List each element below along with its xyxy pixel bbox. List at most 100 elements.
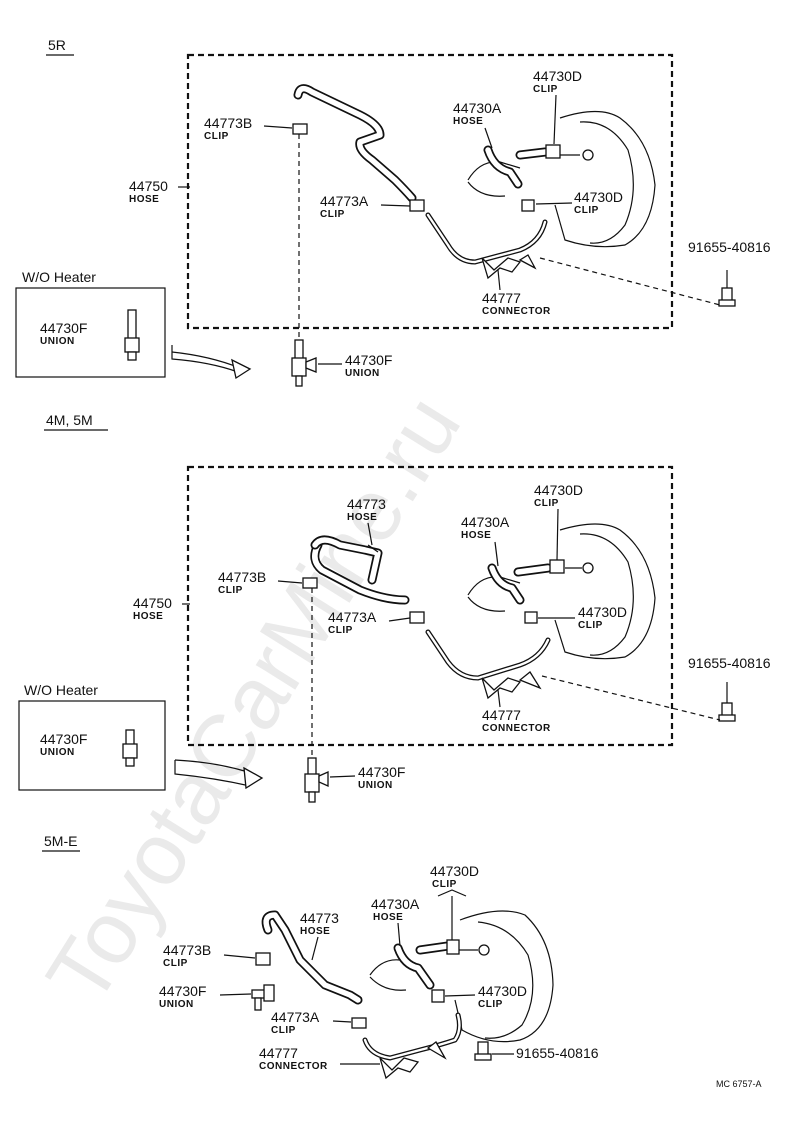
leader-44773a bbox=[332, 1020, 352, 1023]
label-44773a-num: 44773A bbox=[320, 193, 369, 209]
label-bolt-num: 91655-40816 bbox=[516, 1045, 599, 1061]
label-44730d-top-num: 44730D bbox=[534, 482, 583, 498]
label-44773-name: HOSE bbox=[347, 512, 377, 523]
leader-44730d-bot bbox=[444, 994, 476, 997]
label-44773-name: HOSE bbox=[300, 926, 330, 937]
vacuum-pipe bbox=[425, 629, 551, 681]
leader-44773b bbox=[277, 580, 303, 584]
leader-44730a bbox=[397, 922, 401, 947]
label-44750-num: 44750 bbox=[133, 595, 172, 611]
union-box-part bbox=[122, 729, 138, 767]
label-44777-name: CONNECTOR bbox=[482, 306, 551, 317]
connector-44777 bbox=[481, 257, 522, 280]
footer-code: MC 6757-A bbox=[716, 1079, 762, 1089]
clip-44730d-bottom bbox=[524, 611, 538, 624]
section-5m-e: 5M-E bbox=[42, 833, 599, 1080]
leader-44730d-top-bracket bbox=[437, 889, 467, 897]
label-44730d-bot-num: 44730D bbox=[478, 983, 527, 999]
hose-44773 bbox=[310, 535, 383, 585]
label-union-box-num: 44730F bbox=[40, 320, 87, 336]
union-box-part bbox=[124, 309, 140, 361]
label-44773b-name: CLIP bbox=[163, 958, 188, 969]
section-4m-5m: 4M, 5M bbox=[18, 412, 771, 803]
arrow-head bbox=[243, 766, 264, 790]
leader-44730a bbox=[484, 127, 493, 149]
label-44773b-name: CLIP bbox=[218, 585, 243, 596]
label-44773-num: 44773 bbox=[300, 910, 339, 926]
label-44730a-name: HOSE bbox=[461, 530, 491, 541]
connector-44777 bbox=[481, 677, 522, 700]
leader-44777 bbox=[497, 689, 501, 708]
section-title: 4M, 5M bbox=[46, 412, 93, 428]
bolt-91655-40816 bbox=[718, 270, 736, 307]
arrow-shaft bbox=[174, 760, 251, 787]
label-44777-num: 44777 bbox=[259, 1045, 298, 1061]
label-union-box-name: UNION bbox=[40, 336, 75, 347]
label-union-name: UNION bbox=[159, 999, 194, 1010]
label-union-box-num: 44730F bbox=[40, 731, 87, 747]
label-44773a-name: CLIP bbox=[328, 625, 353, 636]
clip-44730d-top bbox=[549, 559, 565, 574]
wo-heater-box bbox=[18, 700, 166, 791]
label-44730d-top-name: CLIP bbox=[432, 879, 457, 890]
clip-44730d-bottom bbox=[431, 989, 445, 1003]
label-bolt-num: 91655-40816 bbox=[688, 655, 771, 671]
clip-44773a bbox=[351, 1017, 367, 1029]
label-44773-num: 44773 bbox=[347, 496, 386, 512]
clip-44730d-top bbox=[446, 939, 460, 955]
connector-tee bbox=[518, 671, 542, 690]
dashed-assembly-box bbox=[186, 465, 674, 747]
leader-44773a bbox=[380, 204, 411, 207]
wo-heater-box bbox=[15, 287, 166, 378]
label-44730d-bot-name: CLIP bbox=[478, 999, 503, 1010]
connector-44777 bbox=[379, 1057, 420, 1080]
leader-44773b bbox=[223, 954, 256, 959]
leader-union-label bbox=[219, 993, 252, 996]
arrow-head bbox=[231, 358, 252, 380]
label-44730d-bot-num: 44730D bbox=[574, 189, 623, 205]
label-44730a-num: 44730A bbox=[453, 100, 502, 116]
leader-bolt bbox=[541, 675, 721, 721]
clip-44773b bbox=[292, 123, 308, 135]
label-44730d-top-num: 44730D bbox=[430, 863, 479, 879]
label-44773b-name: CLIP bbox=[204, 131, 229, 142]
hose-44730a bbox=[487, 563, 553, 605]
label-44773a-name: CLIP bbox=[320, 209, 345, 220]
union-44730f bbox=[291, 339, 317, 387]
label-44773a-num: 44773A bbox=[271, 1009, 320, 1025]
label-44773a-num: 44773A bbox=[328, 609, 377, 625]
section-5r: 5R bbox=[15, 37, 771, 387]
label-44777-name: CONNECTOR bbox=[482, 723, 551, 734]
label-union-box-name: UNION bbox=[40, 747, 75, 758]
label-44773a-name: CLIP bbox=[271, 1025, 296, 1036]
clip-44730d-top bbox=[545, 144, 561, 159]
brake-booster bbox=[369, 910, 554, 1043]
leader-44773 bbox=[367, 522, 373, 546]
leader-44777 bbox=[497, 269, 501, 291]
clip-44730d-bottom bbox=[521, 199, 535, 212]
label-44730d-bot-num: 44730D bbox=[578, 604, 627, 620]
label-44730a-name: HOSE bbox=[453, 116, 483, 127]
vacuum-pipe bbox=[425, 212, 548, 265]
label-union-name: UNION bbox=[345, 368, 380, 379]
connector-tee bbox=[518, 254, 537, 270]
hose-44750 bbox=[293, 84, 417, 203]
leader-44730d-top bbox=[553, 94, 557, 145]
hose-44730a bbox=[393, 941, 453, 990]
section-title: 5M-E bbox=[44, 833, 77, 849]
brake-booster bbox=[467, 523, 656, 660]
leader-44730a bbox=[494, 541, 499, 567]
label-44730d-top-name: CLIP bbox=[533, 84, 558, 95]
wo-heater-label: W/O Heater bbox=[22, 269, 96, 285]
label-44730a-num: 44730A bbox=[371, 896, 420, 912]
label-44730d-top-name: CLIP bbox=[534, 498, 559, 509]
label-union-num: 44730F bbox=[345, 352, 392, 368]
section-title: 5R bbox=[48, 37, 66, 53]
label-44730d-bot-name: CLIP bbox=[578, 620, 603, 631]
clip-44773b bbox=[302, 577, 318, 589]
connector-tee bbox=[426, 1041, 447, 1060]
label-44730d-bot-name: CLIP bbox=[574, 205, 599, 216]
label-44730a-name: HOSE bbox=[373, 912, 403, 923]
hose-44750 bbox=[310, 540, 410, 605]
